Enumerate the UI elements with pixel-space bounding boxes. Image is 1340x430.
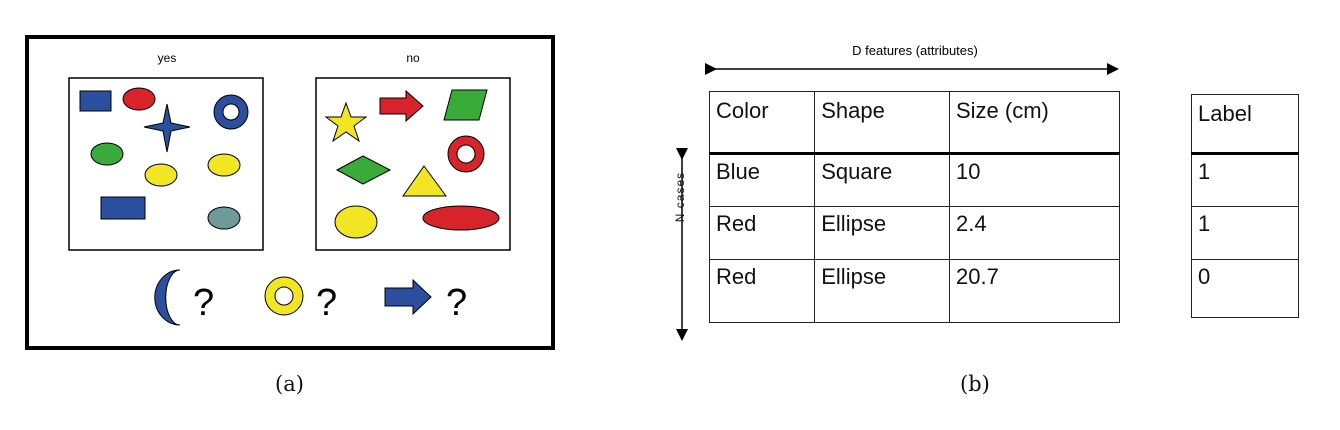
green-parallelogram-icon: [443, 89, 488, 121]
header-cell: Color: [708, 91, 816, 155]
table-row: 1: [1191, 153, 1299, 207]
header-cell: Size (cm): [949, 91, 1120, 155]
features-label: D features (attributes): [852, 43, 978, 58]
blue-square-icon: [79, 90, 112, 112]
question-mark: ?: [193, 282, 214, 324]
table-cell: Red: [708, 259, 816, 323]
green-ellipse-icon: [90, 142, 124, 166]
panel-b: D features (attributes) N cases Color Sh…: [640, 0, 1340, 430]
table-row: 1: [1191, 206, 1299, 260]
table-cell: Blue: [708, 153, 816, 207]
cases-label: N cases: [673, 171, 687, 223]
table-cell: Ellipse: [814, 259, 950, 323]
header-cell: Label: [1191, 94, 1299, 155]
header-cell: Shape: [814, 91, 950, 155]
table-cell: 0: [1191, 259, 1299, 318]
label-table-header: Label: [1191, 94, 1299, 155]
table-cell: 1: [1191, 153, 1299, 207]
table-cell: Square: [814, 153, 950, 207]
question-mark: ?: [446, 282, 467, 324]
blue-arrow-icon: [384, 278, 432, 316]
table-cell: 10: [949, 153, 1120, 207]
red-ellipse-icon: [422, 205, 500, 231]
gray-ellipse-icon: [207, 206, 241, 230]
feature-table-header: Color Shape Size (cm): [708, 91, 1120, 155]
table-row: Blue Square 10: [708, 153, 1120, 207]
panel-a: yes no ? ? ? (a): [0, 0, 600, 430]
table-row: 0: [1191, 259, 1299, 318]
table-row: Red Ellipse 2.4: [708, 206, 1120, 260]
caption-b: (b): [960, 372, 990, 396]
table-cell: 20.7: [949, 259, 1120, 323]
green-diamond-icon: [335, 155, 392, 185]
table-cell: 2.4: [949, 206, 1120, 260]
table-cell: Ellipse: [814, 206, 950, 260]
caption-a: (a): [275, 372, 304, 396]
blue-star-icon: [143, 103, 191, 153]
yellow-ellipse-icon: [144, 163, 178, 187]
table-row: Red Ellipse 20.7: [708, 259, 1120, 323]
yellow-triangle-icon: [402, 165, 447, 197]
red-ellipse-icon: [122, 87, 156, 111]
question-mark: ?: [316, 282, 337, 324]
yellow-ellipse-icon: [207, 153, 241, 177]
yellow-circle-icon: [334, 205, 378, 239]
table-cell: Red: [708, 206, 816, 260]
no-label: no: [406, 51, 420, 65]
yes-label: yes: [158, 51, 177, 65]
yellow-star-icon: [324, 101, 368, 143]
label-table: Label 1 1 0: [1191, 94, 1299, 318]
shapes-illustration: yes no ? ? ?: [25, 35, 555, 350]
red-arrow-icon: [379, 89, 424, 123]
axes-arrows: D features (attributes): [676, 43, 1119, 341]
table-cell: 1: [1191, 206, 1299, 260]
feature-table: Color Shape Size (cm) Blue Square 10 Red…: [708, 91, 1120, 323]
blue-crescent-icon: [154, 269, 181, 326]
blue-rectangle-icon: [100, 196, 146, 220]
